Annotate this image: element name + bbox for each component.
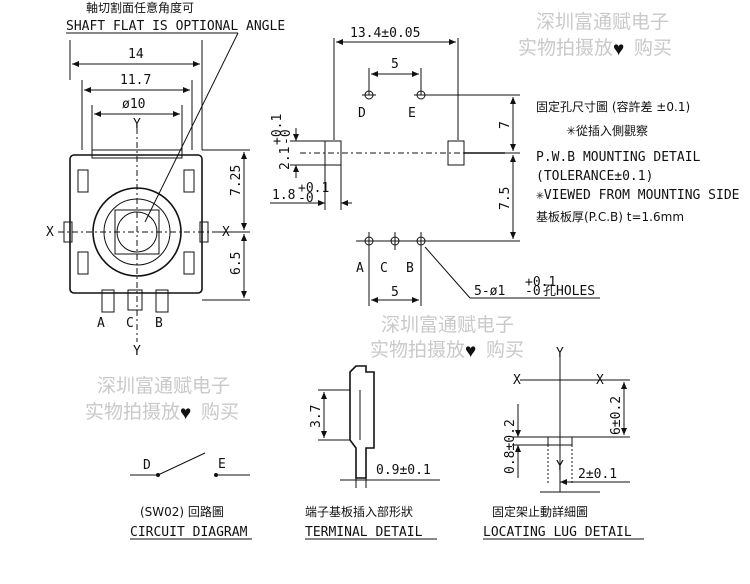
circuit-pin-e: E — [218, 457, 226, 472]
circuit-title-cn: (SW02) 回路圖 — [140, 504, 224, 519]
lug-axis-x-left: X — [513, 373, 521, 388]
holes-tol-plus: +0.1 — [525, 275, 556, 290]
dim-diameter: ø10 — [122, 97, 145, 112]
dim-slot-h: 1.8 — [272, 188, 295, 203]
shaft-flat-note-cn: 軸切割面任意角度可 — [86, 0, 194, 15]
pin-label-c: C — [380, 261, 388, 276]
pin-label-c: C — [126, 316, 134, 331]
note-tolerance-en: (TOLERANCE±0.1) — [536, 169, 653, 184]
holes-prefix: 5-ø1 — [474, 284, 505, 299]
heart-icon: ♥ — [613, 39, 624, 60]
pin-label-b: B — [406, 261, 414, 276]
note-viewed-cn: ✳從插入側觀察 — [566, 124, 648, 138]
lug-dim-h: 6±0.2 — [609, 396, 624, 435]
pin-a — [101, 289, 115, 313]
dim-slot-w: 2.1 — [278, 147, 293, 170]
dim-v-top: 7 — [498, 121, 513, 129]
note-tolerance-cn: 固定孔尺寸圖 (容許差 ±0.1) — [536, 99, 690, 114]
lug-slot — [183, 169, 195, 193]
pcb-layout: 13.4±0.05 5 D E 2.1 +0.1 -0 1.8 — [270, 26, 740, 306]
watermark-line1: 深圳富通赋电子 — [381, 314, 514, 336]
heart-icon: ♥ — [465, 341, 476, 362]
dim-slot-w-tol-plus: +0.1 — [270, 114, 285, 145]
watermark-line2: 实物拍摄放 — [85, 401, 180, 423]
dim-arrows — [515, 430, 521, 452]
terminal-title-cn: 端子基板插入部形狀 — [305, 504, 413, 519]
watermark-left: 深圳富通赋电子 实物拍摄放 ♥ 购买 — [85, 375, 239, 424]
watermark-line2-end: 购买 — [201, 401, 239, 423]
locating-lug-detail: X X Y Y 6±0.2 0.8±0.2 2±0.1 固定架止動詳細圖 LOC… — [483, 346, 644, 540]
watermark-line2: 实物拍摄放 — [370, 339, 465, 361]
holes-leader — [424, 246, 471, 299]
note-viewed-en: ✳VIEWED FROM MOUNTING SIDE — [536, 188, 740, 203]
terminal-detail: 3.7 0.9±0.1 端子基板插入部形狀 TERMINAL DETAIL — [305, 365, 440, 540]
watermark-line2-end: 购买 — [486, 339, 524, 361]
heart-icon: ♥ — [180, 403, 191, 424]
encoder-body — [69, 154, 203, 294]
circuit-title-en: CIRCUIT DIAGRAM — [130, 525, 248, 540]
lug-slot — [183, 251, 195, 275]
dim-13-4: 13.4±0.05 — [350, 26, 420, 41]
lug-title-cn: 固定架止動詳細圖 — [492, 504, 588, 519]
dim-7-25: 7.25 — [229, 165, 244, 196]
pin-label-d: D — [358, 106, 366, 121]
lug-dim-lug: 0.8±0.2 — [503, 419, 518, 474]
axis-y-bottom: Y — [133, 344, 141, 359]
pin-label-a: A — [356, 261, 364, 276]
shaft-flat-note: 軸切割面任意角度可 SHAFT FLAT IS OPTIONAL ANGLE — [66, 0, 285, 223]
terminal-dim-w: 0.9±0.1 — [376, 463, 431, 478]
watermark-line1: 深圳富通赋电子 — [97, 375, 230, 397]
watermark-middle: 深圳富通赋电子 实物拍摄放 ♥ 购买 — [370, 314, 524, 362]
shaft-flat-note-en: SHAFT FLAT IS OPTIONAL ANGLE — [66, 19, 285, 34]
watermark-line2-end: 购买 — [634, 37, 672, 59]
lug-axis-y-bottom: Y — [556, 459, 564, 474]
lug-axis-x-right: X — [596, 373, 604, 388]
pin-label-b: B — [155, 316, 163, 331]
watermark-line1: 深圳富通赋电子 — [536, 11, 669, 33]
dim-arrows — [318, 200, 348, 206]
dim-slot-w-tol-minus: -0 — [279, 129, 294, 145]
dim-arrows — [560, 479, 567, 485]
switch-blade — [157, 452, 206, 476]
front-view: 14 11.7 ø10 X X Y Y — [46, 40, 250, 359]
terminal-shape — [349, 365, 375, 479]
dim-abc: 5 — [391, 285, 399, 300]
lug-axis-y-top: Y — [556, 346, 564, 361]
lug-slot — [77, 251, 89, 275]
note-pcb-thickness: 基板板厚(P.C.B) t=1.6mm — [536, 210, 684, 224]
axis-y-top: Y — [133, 117, 141, 132]
watermark-line2: 实物拍摄放 — [518, 37, 613, 59]
holes-suffix: 孔HOLES — [543, 284, 595, 299]
dim-11-7: 11.7 — [120, 73, 151, 88]
dim-de: 5 — [391, 57, 399, 72]
circuit-diagram: D E (SW02) 回路圖 CIRCUIT DIAGRAM — [130, 452, 252, 540]
terminal-title-en: TERMINAL DETAIL — [305, 525, 423, 540]
lug-dim-w: 2±0.1 — [578, 467, 617, 482]
lug-title-en: LOCATING LUG DETAIL — [483, 525, 632, 540]
dim-v-bottom: 7.5 — [498, 187, 513, 210]
pin-label-a: A — [97, 316, 105, 331]
pin-label-e: E — [408, 106, 416, 121]
dim-slot-h-tol-plus: +0.1 — [298, 181, 329, 196]
watermark-top: 深圳富通赋电子 实物拍摄放 ♥ 购买 — [518, 11, 672, 60]
note-pwb-mounting: P.W.B MOUNTING DETAIL — [536, 150, 701, 165]
lug-slot — [77, 169, 89, 193]
dim-6-5: 6.5 — [229, 252, 244, 275]
holes-tol-minus: -0 — [525, 284, 541, 299]
lug-shape — [547, 436, 573, 446]
pin-b — [155, 289, 169, 313]
dim-arrows — [241, 152, 247, 298]
circuit-pin-d: D — [143, 458, 151, 473]
pin-c — [127, 289, 143, 311]
dim-14: 14 — [128, 47, 144, 62]
dim-slot-h-tol-minus: -0 — [298, 191, 314, 206]
axis-x-left: X — [46, 225, 54, 240]
terminal-dim-h: 3.7 — [309, 405, 324, 428]
